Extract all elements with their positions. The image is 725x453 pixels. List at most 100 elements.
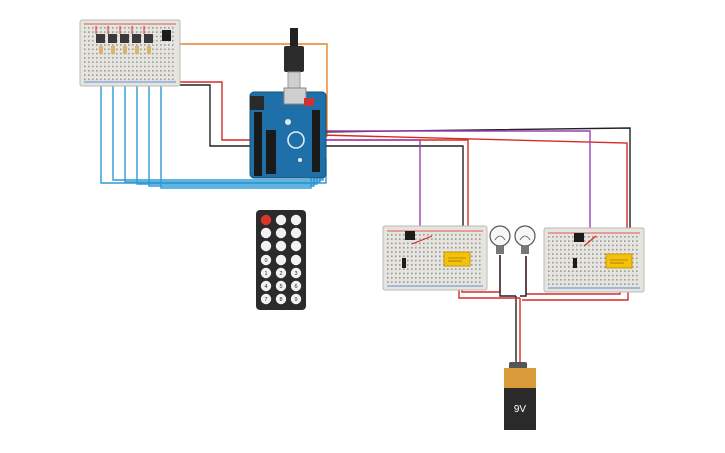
breadboard-hole: [116, 52, 118, 55]
breadboard-hole: [399, 259, 401, 262]
breadboard-hole: [435, 251, 437, 253]
breadboard-hole: [620, 283, 622, 285]
breadboard-hole: [419, 272, 421, 275]
breadboard-hole: [616, 274, 618, 277]
breadboard-hole: [632, 253, 634, 255]
breadboard-hole: [391, 268, 393, 270]
breadboard-hole: [411, 281, 413, 283]
breadboard-hole: [447, 242, 449, 245]
breadboard-hole: [608, 270, 610, 272]
breadboard-hole: [140, 57, 142, 59]
breadboard-hole: [576, 274, 578, 277]
breadboard-hole: [455, 238, 457, 240]
breadboard-hole: [407, 242, 409, 245]
breadboard-hole: [568, 253, 570, 255]
breadboard-hole: [431, 246, 433, 249]
breadboard-hole: [604, 236, 606, 238]
breadboard-hole: [463, 272, 465, 275]
breadboard-hole: [552, 257, 554, 260]
breadboard-hole: [152, 78, 154, 81]
breadboard-hole: [160, 70, 162, 72]
breadboard-hole: [451, 246, 453, 249]
breadboard-hole: [612, 240, 614, 242]
remote-button: [290, 267, 302, 279]
breadboard-hole: [443, 277, 445, 279]
breadboard-hole: [624, 274, 626, 277]
breadboard-hole: [620, 244, 622, 247]
breadboard-hole: [399, 268, 401, 270]
breadboard-hole: [435, 281, 437, 283]
breadboard-hole: [572, 240, 574, 242]
wire-purple-right: [320, 130, 591, 236]
breadboard-hole: [140, 70, 142, 72]
breadboard-hole: [576, 248, 578, 251]
breadboard-hole: [628, 236, 630, 238]
remote-button: [275, 293, 287, 305]
breadboard-hole: [116, 31, 118, 33]
breadboard-hole: [564, 244, 566, 247]
breadboard-hole: [411, 264, 413, 266]
breadboard-hole: [568, 248, 570, 251]
breadboard-hole: [132, 74, 134, 76]
breadboard-hole: [439, 246, 441, 249]
breadboard-hole: [387, 264, 389, 266]
breadboard-hole: [632, 283, 634, 285]
breadboard-hole: [100, 61, 102, 63]
breadboard-hole: [132, 61, 134, 63]
breadboard-hole: [407, 255, 409, 258]
breadboard-hole: [556, 248, 558, 251]
breadboard-hole: [600, 279, 602, 281]
remote-button: [275, 280, 287, 292]
breadboard-hole: [564, 270, 566, 272]
breadboard-hole: [96, 57, 98, 59]
breadboard-hole: [552, 248, 554, 251]
remote-button-label: 6: [294, 284, 297, 290]
breadboard-hole: [88, 48, 90, 51]
breadboard-hole: [463, 242, 465, 245]
breadboard-hole: [592, 248, 594, 251]
breadboard-hole: [636, 279, 638, 281]
breadboard-hole: [556, 253, 558, 255]
breadboard-hole: [112, 31, 114, 33]
breadboard-hole: [616, 279, 618, 281]
breadboard-hole: [427, 246, 429, 249]
breadboard-hole: [451, 277, 453, 279]
remote-button: [290, 254, 302, 266]
breadboard-hole: [584, 274, 586, 277]
breadboard-hole: [467, 277, 469, 279]
breadboard-hole: [148, 70, 150, 72]
breadboard-hole: [604, 253, 606, 255]
breadboard-hole: [628, 248, 630, 251]
breadboard-hole: [431, 281, 433, 283]
breadboard-hole: [415, 255, 417, 258]
breadboard-hole: [572, 261, 574, 264]
breadboard-hole: [475, 272, 477, 275]
breadboard-hole: [560, 244, 562, 247]
breadboard-hole: [427, 255, 429, 258]
breadboard-hole: [172, 35, 174, 38]
breadboard-hole: [556, 257, 558, 260]
breadboard-hole: [120, 57, 122, 59]
breadboard-hole: [596, 283, 598, 285]
breadboard-hole: [548, 261, 550, 264]
breadboard-hole: [463, 277, 465, 279]
breadboard-hole: [116, 48, 118, 51]
breadboard-hole: [568, 279, 570, 281]
breadboard-hole: [616, 270, 618, 272]
breadboard-hole: [411, 272, 413, 275]
breadboard-hole: [395, 251, 397, 253]
breadboard-hole: [387, 281, 389, 283]
breadboard-hole: [108, 65, 110, 68]
breadboard-hole: [136, 44, 138, 46]
breadboard-hole: [419, 234, 421, 236]
breadboard-hole: [407, 272, 409, 275]
breadboard-hole: [108, 70, 110, 72]
breadboard-hole: [463, 246, 465, 249]
remote-button: [290, 293, 302, 305]
breadboard-hole: [391, 255, 393, 258]
breadboard-hole: [144, 44, 146, 46]
breadboard-hole: [556, 279, 558, 281]
breadboard-hole: [403, 277, 405, 279]
breadboard-hole: [108, 44, 110, 46]
